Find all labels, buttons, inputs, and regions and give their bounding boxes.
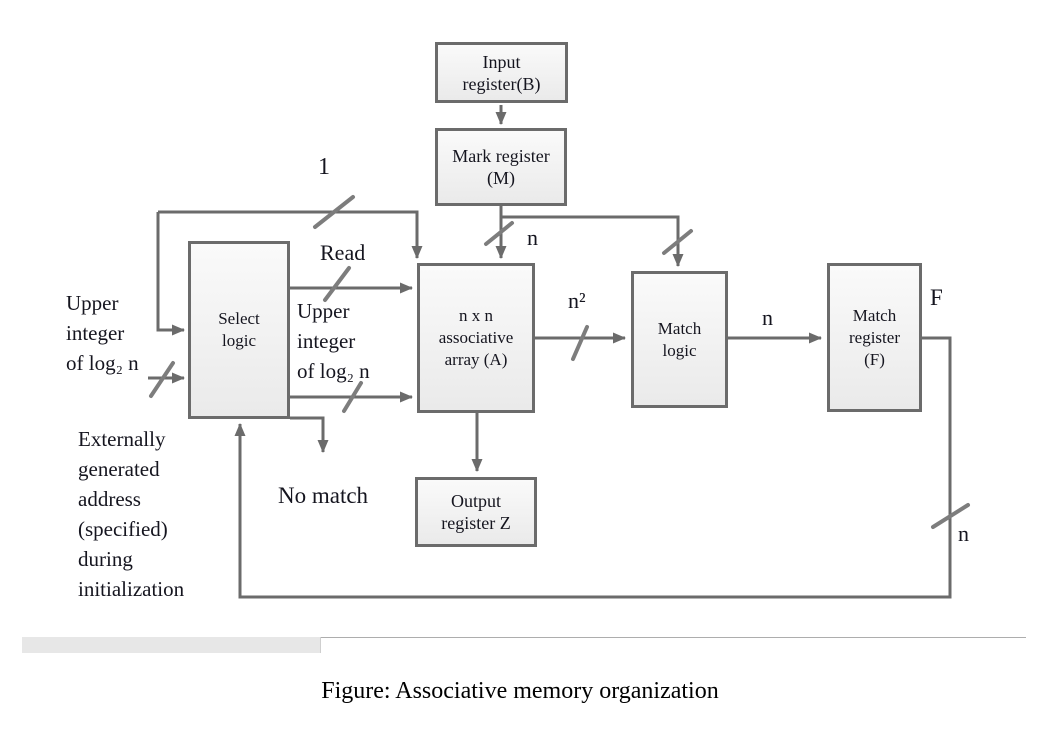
node-label: register Z — [441, 513, 511, 533]
slash-n-squared — [571, 325, 589, 361]
edge-label-n-feedback: n — [958, 521, 969, 546]
node-label: array (A) — [444, 350, 508, 369]
edge-mark-to-match-logic — [501, 215, 684, 267]
node-label: associative — [438, 328, 514, 347]
annotation-line: generated — [78, 457, 160, 481]
edge-one-to-array — [158, 210, 423, 259]
connector-layer — [148, 105, 970, 599]
node-label: (M) — [487, 168, 515, 188]
edge-label-one: 1 — [318, 154, 330, 180]
figure-caption: Figure: Associative memory organization — [321, 678, 719, 704]
node-input-register: Input register(B) — [435, 42, 568, 103]
annotation-upper-integer-mid: Upper integer of log₂ n — [297, 296, 370, 386]
edge-one-to-select — [156, 212, 185, 336]
slash-left-input — [149, 361, 175, 398]
annotation-line: Upper — [66, 291, 119, 315]
node-label: register — [849, 327, 900, 347]
slash-read-line — [323, 266, 351, 302]
annotation-line: of log₂ n — [66, 351, 139, 375]
annotation-line: Upper — [297, 299, 350, 323]
annotation-line: (specified) — [78, 517, 168, 541]
node-label: Output — [450, 491, 501, 511]
annotation-line: Externally — [78, 427, 166, 451]
edge-label-n-to-match-register: n — [762, 305, 773, 330]
node-label: (F) — [864, 349, 885, 369]
edge-label-n-from-mark: n — [527, 225, 538, 250]
node-select-logic: Select logic — [188, 241, 290, 419]
slash-address-line — [342, 381, 363, 413]
annotation-external-address: Externally generated address (specified)… — [78, 424, 184, 604]
annotation-line: during — [78, 547, 133, 571]
slash-mark-to-array — [484, 221, 514, 246]
annotation-line: integer — [297, 329, 356, 353]
node-label: logic — [662, 340, 697, 360]
annotation-line: address — [78, 487, 141, 511]
annotation-upper-integer-left: Upper integer of log₂ n — [66, 288, 139, 378]
edge-label-read: Read — [320, 240, 366, 265]
node-label: Match — [657, 318, 702, 338]
edge-feedback-to-select — [234, 336, 952, 599]
node-label: Select — [218, 309, 260, 328]
edge-select-no-match — [290, 416, 329, 453]
slash-mark-to-match — [662, 229, 693, 255]
node-match-logic: Match logic — [631, 271, 728, 408]
node-associative-array: n x n associative array (A) — [417, 263, 535, 413]
node-label: Input — [482, 51, 521, 72]
annotation-line: integer — [66, 321, 125, 345]
node-label: Mark register — [452, 146, 550, 166]
horizontal-scrollbar-thumb[interactable] — [22, 637, 321, 653]
node-label: logic — [222, 331, 256, 350]
slash-one-line — [313, 195, 355, 229]
node-mark-register: Mark register (M) — [435, 128, 567, 206]
edge-label-no-match: No match — [278, 483, 369, 508]
node-output-register: Output register Z — [415, 477, 537, 547]
horizontal-scrollbar-track[interactable] — [22, 637, 1026, 653]
annotation-line: of log₂ n — [297, 359, 370, 383]
slash-feedback — [931, 503, 970, 529]
edge-label-n-squared: n² — [568, 288, 586, 313]
edge-label-f-output: F — [930, 285, 943, 310]
node-match-register: Match register (F) — [827, 263, 922, 412]
node-label: Match — [852, 305, 897, 325]
node-label: n x n — [459, 306, 493, 325]
annotation-line: initialization — [78, 577, 185, 601]
node-label: register(B) — [462, 73, 541, 94]
